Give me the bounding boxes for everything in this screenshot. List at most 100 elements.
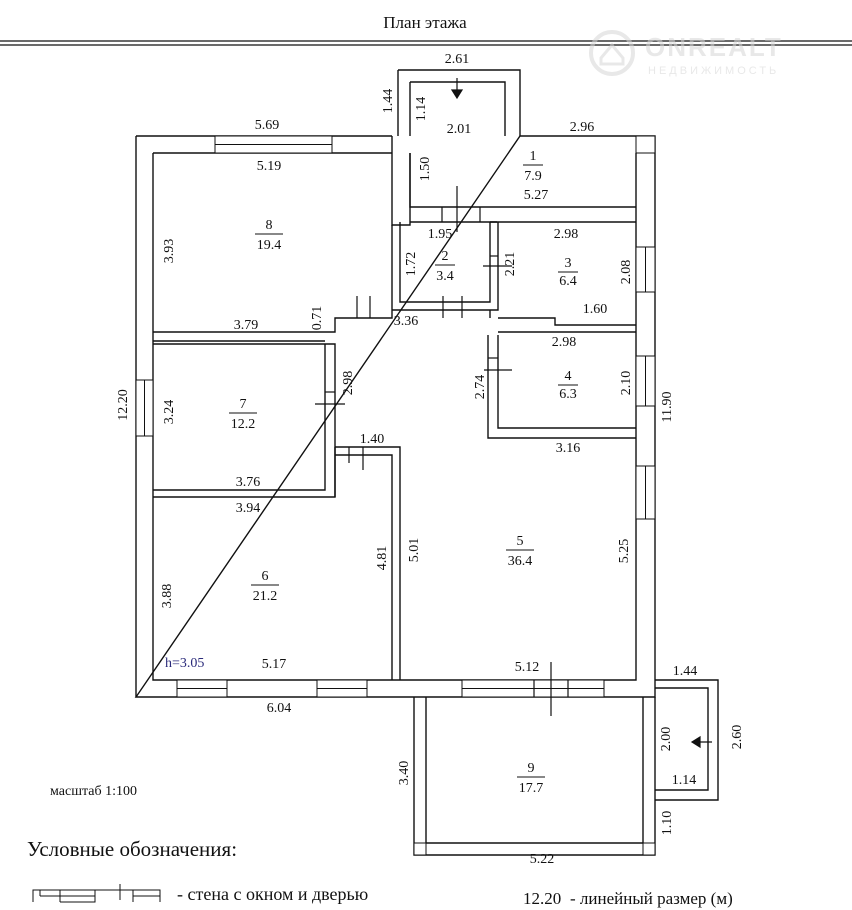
watermark-logo-icon	[589, 30, 635, 76]
dimension-label: 3.36	[394, 314, 419, 329]
ceiling-height: h=3.05	[165, 656, 204, 671]
room-area: 17.7	[519, 781, 544, 796]
window-corner	[635, 135, 656, 154]
dimension-label: 2.00	[659, 727, 674, 752]
scale-label: масштаб 1:100	[50, 784, 137, 799]
room-number: 7	[240, 397, 247, 412]
room-7: 7 12.2	[229, 397, 257, 432]
room-number: 2	[442, 249, 449, 264]
dimension-label: 2.98	[341, 371, 356, 396]
room-8: 8 19.4	[255, 218, 283, 253]
terrace-wall	[413, 697, 656, 856]
dimension-label: 2.01	[447, 122, 472, 137]
room-labels: 1 7.9 2 3.4 3 6.4 4 6.3 5 36.4 6 21.2	[229, 149, 578, 796]
dimension-labels: 2.61 1.44 1.14 2.01 5.69 2.96 5.19 1.50 …	[116, 52, 745, 867]
outer-wall	[134, 135, 656, 698]
room-6: 6 21.2	[251, 569, 279, 604]
dimension-label: 1.95	[428, 227, 453, 242]
window-bottom-3	[461, 679, 605, 698]
room-number: 9	[528, 761, 535, 776]
room-4: 4 6.3	[558, 369, 578, 402]
room-number: 5	[517, 534, 524, 549]
dimension-label: 1.44	[673, 664, 698, 679]
watermark-brand: ONREALT	[645, 32, 783, 62]
dimension-label: 11.90	[660, 392, 675, 423]
room-5: 5 36.4	[506, 534, 534, 569]
window-bottom-1	[176, 679, 228, 698]
dimension-label: 1.10	[660, 811, 675, 836]
watermark-sub: НЕДВИЖИМОСТЬ	[648, 65, 779, 77]
page-title: План этажа	[383, 13, 467, 32]
dimension-label: 1.60	[583, 302, 608, 317]
dimension-label: 5.25	[617, 539, 632, 564]
window-top	[214, 135, 333, 154]
room-area: 3.4	[436, 269, 454, 284]
room-number: 8	[266, 218, 273, 233]
dimension-label: 2.96	[570, 120, 595, 135]
dimension-label: 5.22	[530, 852, 555, 867]
room-number: 6	[262, 569, 269, 584]
vestibule-wall	[397, 69, 521, 136]
dimension-label: 3.40	[397, 761, 412, 786]
dimension-label: 0.71	[310, 306, 325, 331]
entrance-arrows	[450, 78, 712, 749]
dimension-label: 1.14	[414, 97, 429, 122]
wall-symbol-icon	[32, 884, 161, 903]
windows	[135, 135, 656, 856]
terrace-corner-right	[642, 842, 656, 856]
legend-heading: Условные обозначения:	[27, 837, 237, 861]
dimension-label: 1.50	[418, 157, 433, 182]
dimension-label: 3.94	[236, 501, 261, 516]
dimension-label: 2.08	[619, 260, 634, 285]
doors	[315, 186, 569, 716]
dimension-label: 3.88	[160, 584, 175, 609]
dimension-label: 2.98	[554, 227, 579, 242]
dimension-label: 3.76	[236, 475, 261, 490]
dimension-label: 5.12	[515, 660, 540, 675]
dimension-label: 5.01	[407, 538, 422, 563]
room-number: 1	[530, 149, 537, 164]
dimension-label: 1.40	[360, 432, 385, 447]
dimension-label: 2.10	[619, 371, 634, 396]
dimension-label: 2.98	[552, 335, 577, 350]
terrace-corner-left	[413, 842, 427, 856]
room-area: 7.9	[524, 169, 542, 184]
dimension-label: 12.20	[116, 389, 131, 421]
dimension-label: 2.60	[730, 725, 745, 750]
room-area: 21.2	[253, 589, 278, 604]
dimension-label: 5.17	[262, 657, 287, 672]
window-left	[135, 379, 154, 437]
room-area: 12.2	[231, 417, 256, 432]
dimension-label: 2.21	[503, 252, 518, 277]
dimension-label: 5.69	[255, 118, 280, 133]
legend: Условные обозначения: - стена с окном и …	[27, 837, 733, 908]
dimension-label: 6.04	[267, 701, 292, 716]
walls	[134, 69, 719, 856]
dimension-label: 1.72	[404, 252, 419, 277]
dimension-label: 5.27	[524, 188, 549, 203]
dimension-label: 2.61	[445, 52, 470, 67]
room-area: 19.4	[257, 238, 282, 253]
legend-wall-item: - стена с окном и дверью	[177, 884, 368, 904]
room-9: 9 17.7	[517, 761, 545, 796]
room-number: 3	[565, 256, 572, 271]
dimension-label: 3.16	[556, 441, 581, 456]
dimension-label: 1.14	[672, 773, 697, 788]
window-bottom-2	[316, 679, 368, 698]
dimension-label: 3.79	[234, 318, 259, 333]
dimension-label: 1.44	[381, 89, 396, 114]
window-right-2	[635, 355, 656, 407]
room-area: 6.4	[559, 274, 577, 289]
dimension-label: 2.74	[473, 375, 488, 400]
room-number: 4	[565, 369, 572, 384]
dimension-label: 3.24	[162, 400, 177, 425]
room-area: 36.4	[508, 554, 533, 569]
window-right-1	[635, 246, 656, 293]
dimension-label: 3.93	[162, 239, 177, 264]
watermark: ONREALT НЕДВИЖИМОСТЬ	[589, 30, 783, 77]
room-1: 1 7.9	[523, 149, 543, 184]
room-2: 2 3.4	[435, 249, 455, 284]
legend-dim-example: 12.20	[523, 889, 561, 908]
legend-dim-item: - линейный размер (м)	[570, 889, 733, 908]
